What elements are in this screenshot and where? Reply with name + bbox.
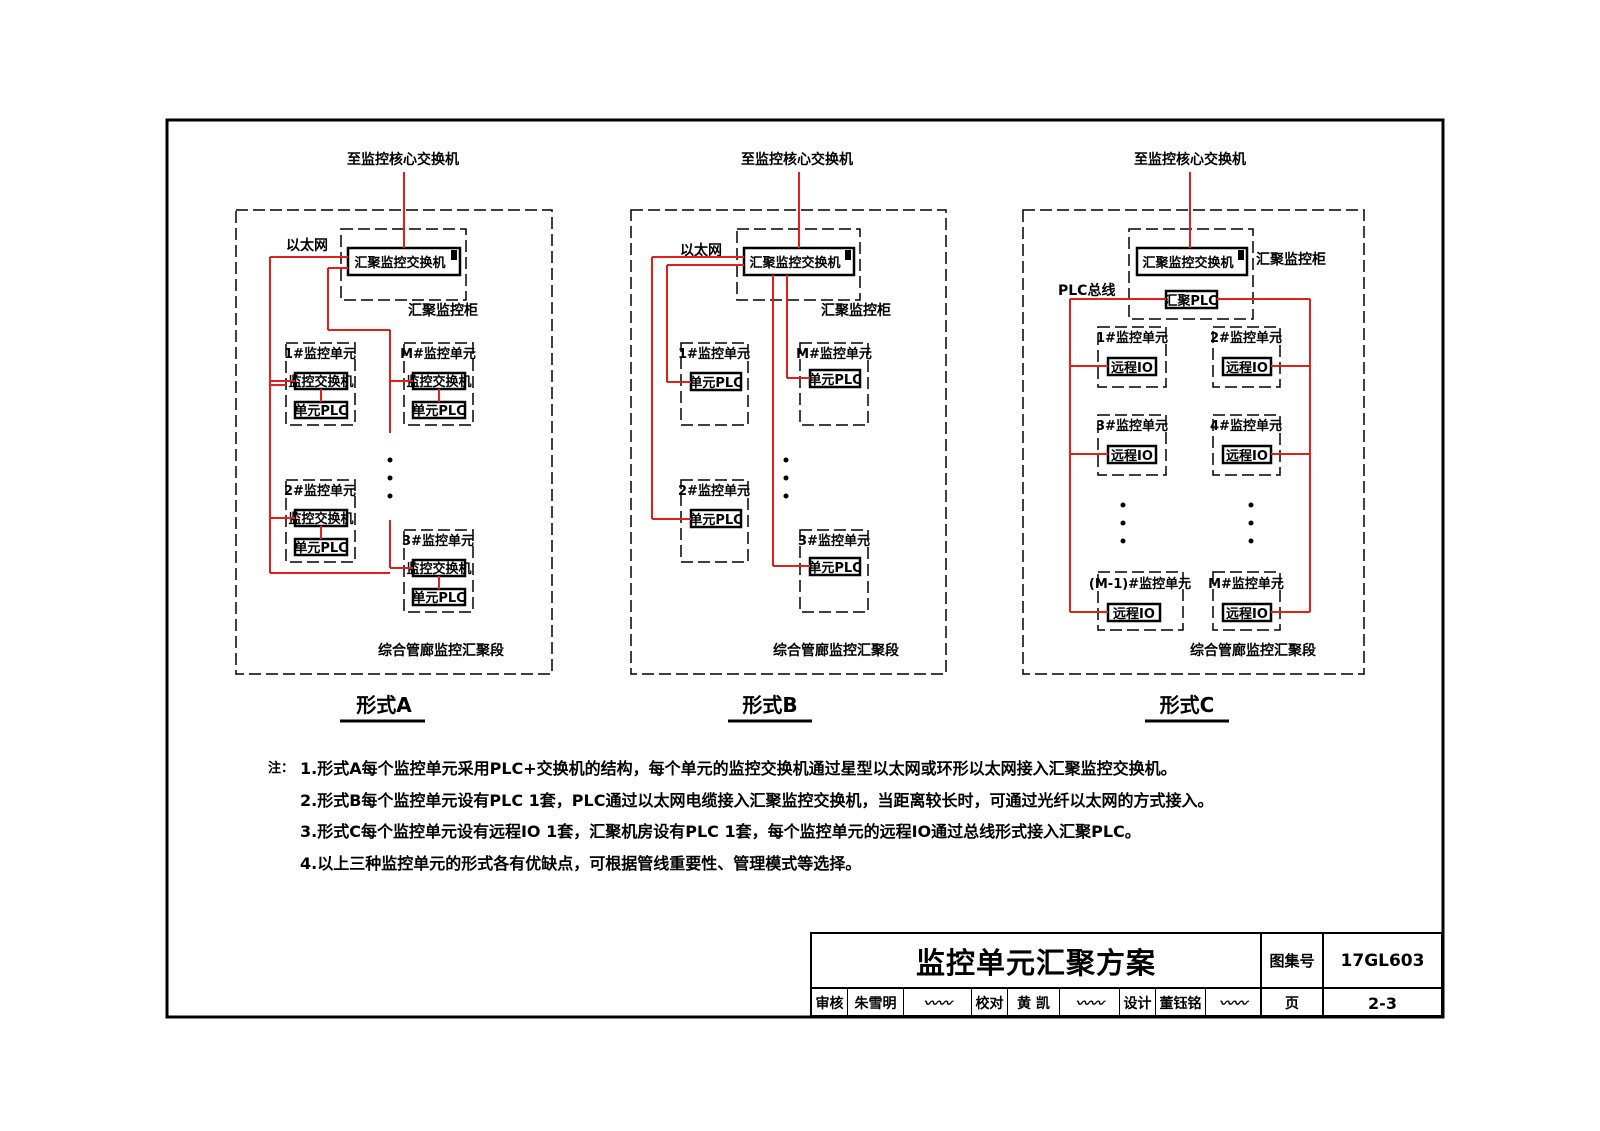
unit-c-4 <box>1212 414 1281 476</box>
design-label: 设计 <box>1120 989 1156 1017</box>
unit-a-1-switch: 监控交换机 <box>288 374 353 390</box>
ethernet-label-a: 以太网 <box>286 237 328 254</box>
unit-a-m-switch: 监控交换机 <box>406 374 471 390</box>
form-a-caption: 形式A <box>356 693 412 717</box>
note-4: 4.以上三种监控单元的形式各有优缺点，可根据管线重要性、管理模式等选择。 <box>300 853 862 873</box>
atlas-label: 图集号 <box>1262 934 1324 989</box>
agg-switch-b-label: 汇聚监控交换机 <box>749 255 840 271</box>
designer-signature: 〰〰 <box>1206 989 1262 1017</box>
unit-a-2 <box>285 479 356 563</box>
checker-signature: 〰〰 <box>1060 989 1120 1017</box>
reviewer-name: 朱雪明 <box>848 989 904 1017</box>
core-switch-label-a: 至监控核心交换机 <box>347 151 459 168</box>
agg-switch-a <box>346 246 462 277</box>
unit-b-m-plc: 单元PLC <box>808 372 861 388</box>
agg-switch-c-label: 汇聚监控交换机 <box>1142 255 1233 271</box>
agg-switch-a-label: 汇聚监控交换机 <box>354 255 445 271</box>
unit-a-3 <box>403 529 474 613</box>
note-2: 2.形式B每个监控单元设有PLC 1套，PLC通过以太网电缆接入汇聚监控交换机，… <box>300 790 1214 810</box>
unit-b-3-label: 3#监控单元 <box>798 533 870 549</box>
notes: 注： 1.形式A每个监控单元采用PLC+交换机的结构，每个单元的监控交换机通过星… <box>268 753 1213 879</box>
unit-a-m <box>403 342 474 426</box>
diagram-form-c: 至监控核心交换机 汇聚监控交换机 汇聚监控柜 汇聚PLC PLC总线 1#监控单… <box>1022 151 1365 723</box>
unit-c-m1 <box>1097 571 1184 631</box>
agg-plc-c-label: 汇聚PLC <box>1164 294 1217 309</box>
sheet-frame <box>165 118 1445 1019</box>
unit-c-3 <box>1097 414 1167 476</box>
designer-name: 董钰铭 <box>1156 989 1206 1017</box>
agg-cabinet-c-label: 汇聚监控柜 <box>1256 251 1326 268</box>
unit-a-m-plc: 单元PLC <box>412 403 465 419</box>
section-box-b <box>630 209 947 675</box>
unit-a-3-label: 3#监控单元 <box>402 533 474 549</box>
diagram-form-a: 至监控核心交换机 汇聚监控交换机 汇聚监控柜 以太网 1#监控单元 监控交换机 … <box>235 151 553 723</box>
unit-c-m-label: M#监控单元 <box>1208 576 1284 592</box>
title-block-signatures: 审核 朱雪明 〰〰 校对 黄 凯 〰〰 设计 董钰铭 〰〰 页 2-3 <box>812 989 1441 1017</box>
note-1: 1.形式A每个监控单元采用PLC+交换机的结构，每个单元的监控交换机通过星型以太… <box>300 759 1177 778</box>
unit-c-m1-label: (M-1)#监控单元 <box>1089 576 1191 592</box>
section-box-c <box>1022 209 1365 675</box>
section-a-label: 综合管廊监控汇聚段 <box>378 642 504 659</box>
unit-c-4-io: 远程IO <box>1226 449 1268 464</box>
unit-b-3 <box>799 529 869 613</box>
review-label: 审核 <box>812 989 848 1017</box>
unit-b-3-plc: 单元PLC <box>808 560 861 576</box>
section-c-label: 综合管廊监控汇聚段 <box>1190 642 1316 659</box>
unit-b-1-label: 1#监控单元 <box>678 346 750 362</box>
page-number: 2-3 <box>1368 993 1397 1013</box>
unit-b-1-plc: 单元PLC <box>689 375 742 391</box>
unit-b-2-plc: 单元PLC <box>689 512 742 528</box>
unit-a-m-label: M#监控单元 <box>400 346 476 362</box>
core-switch-label-b: 至监控核心交换机 <box>741 151 853 168</box>
unit-c-1-label: 1#监控单元 <box>1096 330 1168 346</box>
unit-a-2-label: 2#监控单元 <box>284 483 356 499</box>
agg-switch-c <box>1135 246 1249 277</box>
drawing-title: 监控单元汇聚方案 <box>812 934 1262 989</box>
title-block: 监控单元汇聚方案 图集号 17GL603 审核 朱雪明 〰〰 校对 黄 凯 〰〰… <box>810 932 1443 1017</box>
diagram-form-b: 至监控核心交换机 汇聚监控交换机 汇聚监控柜 以太网 1#监控单元 单元PLC … <box>630 151 947 723</box>
unit-c-4-label: 4#监控单元 <box>1210 418 1282 434</box>
unit-c-2 <box>1212 326 1281 388</box>
unit-a-1-label: 1#监控单元 <box>284 346 356 362</box>
agg-cabinet-b-label: 汇聚监控柜 <box>821 302 891 319</box>
unit-c-3-label: 3#监控单元 <box>1096 418 1168 434</box>
unit-c-1 <box>1097 326 1167 388</box>
atlas-number: 17GL603 <box>1324 934 1441 989</box>
unit-c-m <box>1212 571 1281 631</box>
plc-bus-label: PLC总线 <box>1058 282 1115 299</box>
unit-a-2-switch: 监控交换机 <box>288 511 353 527</box>
unit-a-3-switch: 监控交换机 <box>406 561 471 577</box>
unit-a-2-plc: 单元PLC <box>294 540 347 556</box>
form-b-caption: 形式B <box>742 693 797 717</box>
unit-c-m-io: 远程IO <box>1226 607 1268 622</box>
unit-b-2 <box>680 479 749 563</box>
unit-b-1 <box>680 342 749 426</box>
unit-a-1-plc: 单元PLC <box>294 403 347 419</box>
unit-b-m <box>799 342 869 426</box>
form-c-caption: 形式C <box>1160 693 1215 717</box>
agg-cabinet-a-label: 汇聚监控柜 <box>408 302 478 319</box>
notes-label: 注： <box>268 761 295 776</box>
unit-b-m-label: M#监控单元 <box>796 346 872 362</box>
unit-c-2-label: 2#监控单元 <box>1210 330 1282 346</box>
core-switch-label-c: 至监控核心交换机 <box>1134 151 1246 168</box>
reviewer-signature: 〰〰 <box>904 989 972 1017</box>
unit-b-2-label: 2#监控单元 <box>678 483 750 499</box>
check-label: 校对 <box>972 989 1008 1017</box>
unit-a-3-plc: 单元PLC <box>412 590 465 606</box>
unit-c-2-io: 远程IO <box>1226 361 1268 376</box>
ethernet-label-b: 以太网 <box>680 242 722 259</box>
page-label: 页 <box>1262 989 1324 1017</box>
section-b-label: 综合管廊监控汇聚段 <box>773 642 899 659</box>
unit-c-1-io: 远程IO <box>1111 361 1153 376</box>
section-box-a <box>235 209 553 675</box>
unit-c-3-io: 远程IO <box>1111 449 1153 464</box>
note-3: 3.形式C每个监控单元设有远程IO 1套，汇聚机房设有PLC 1套，每个监控单元… <box>300 822 1141 841</box>
agg-switch-b <box>742 246 856 277</box>
checker-name: 黄 凯 <box>1008 989 1060 1017</box>
unit-c-m1-io: 远程IO <box>1113 607 1155 622</box>
